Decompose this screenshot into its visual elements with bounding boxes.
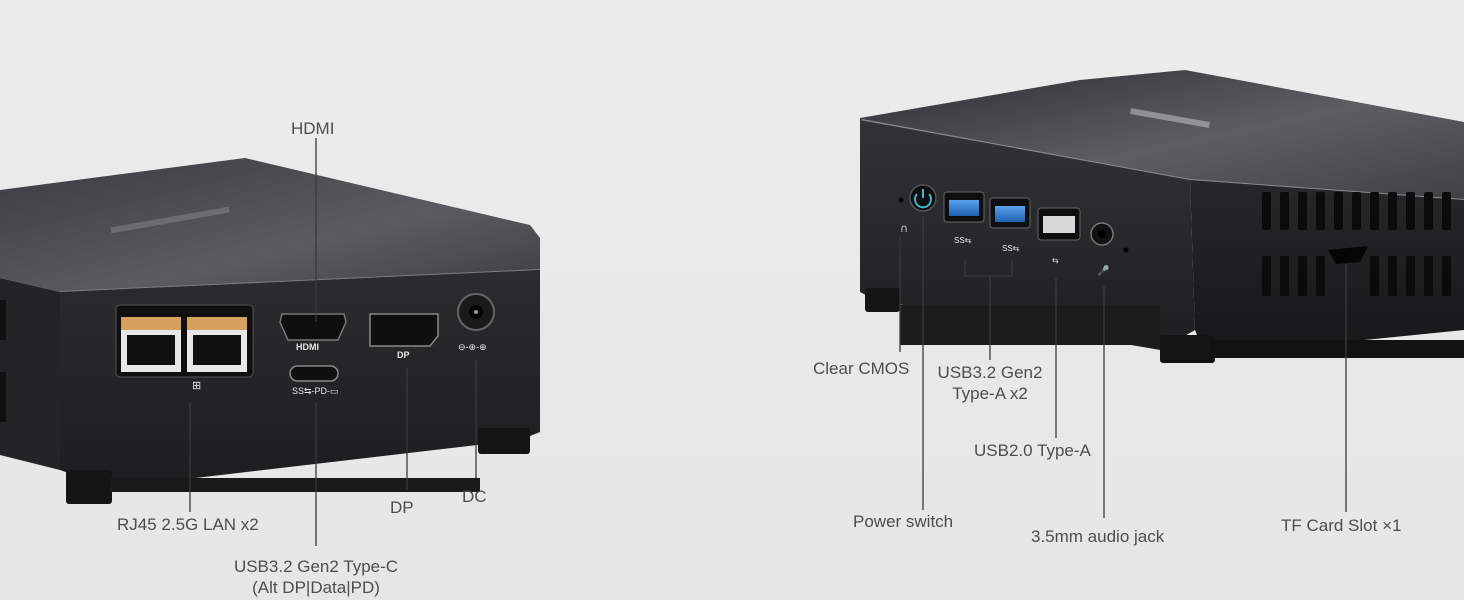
left-mini-pc (0, 138, 541, 546)
label-dp: DP (390, 498, 414, 517)
right-mini-pc: ∩ 🎤 (860, 70, 1464, 518)
label-hdmi: HDMI (291, 119, 335, 138)
lan-port-2 (187, 317, 247, 372)
label-tf-card: TF Card Slot ×1 (1281, 516, 1402, 535)
ss-glyph-1: SS⇆ (954, 236, 972, 245)
dc-glyph: ⊖-⊕-⊕ (458, 342, 487, 352)
label-usb20: USB2.0 Type-A (974, 441, 1091, 460)
label-usb32: USB3.2 Gen2 Type-A x2 (930, 362, 1050, 404)
svg-text:🎤: 🎤 (1097, 264, 1110, 277)
hdmi-port (279, 313, 347, 341)
label-rj45: RJ45 2.5G LAN x2 (117, 515, 259, 534)
svg-text:∩: ∩ (900, 222, 908, 235)
label-audio-jack: 3.5mm audio jack (1031, 527, 1165, 546)
label-power-switch: Power switch (853, 512, 954, 531)
label-usbc-line2: (Alt DP|Data|PD) (252, 578, 380, 597)
displayport-port (369, 313, 439, 347)
usbc-glyph: SS⇆-PD-▭ (292, 386, 339, 396)
label-usbc-line1: USB3.2 Gen2 Type-C (233, 557, 399, 576)
label-usb32-line2: Type-A x2 (952, 384, 1028, 403)
hdmi-glyph: HDMI (296, 342, 319, 352)
label-clear-cmos: Clear CMOS (813, 359, 910, 378)
label-usbc: USB3.2 Gen2 Type-C (Alt DP|Data|PD) (226, 556, 406, 598)
label-usb32-line1: USB3.2 Gen2 (937, 363, 1043, 382)
usb-c-port (289, 365, 339, 382)
lan-port-1 (121, 317, 181, 372)
lan-glyph: ⊞ (192, 380, 202, 392)
usb-glyph: ⇆ (1052, 256, 1059, 265)
ss-glyph-2: SS⇆ (1002, 244, 1020, 253)
tf-card-slot (1328, 246, 1368, 264)
label-dc: DC (462, 487, 487, 506)
dp-glyph: DP (397, 350, 410, 360)
